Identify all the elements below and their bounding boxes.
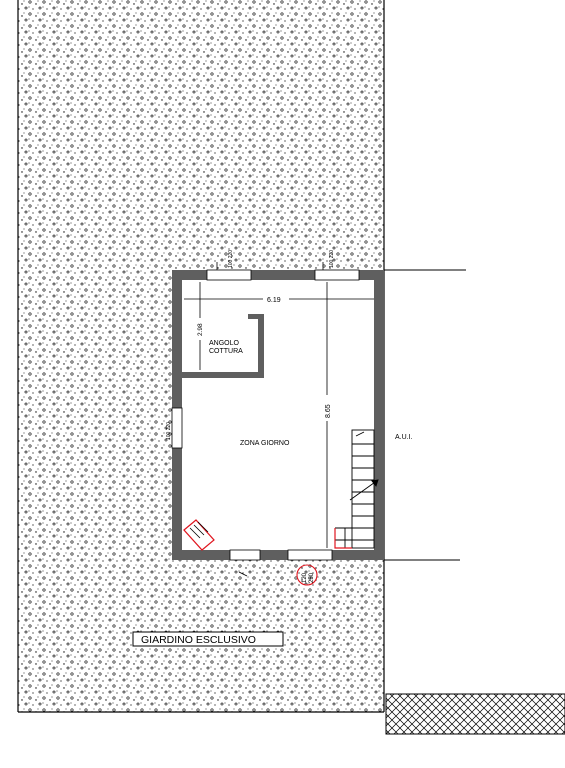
- giardino-label-box: [132, 631, 284, 647]
- opening-top-left-text: 100 220: [228, 250, 234, 268]
- dimension-height: 8.65: [322, 395, 332, 421]
- door-size-line2: 250: [309, 572, 315, 583]
- dimension-kitchen-text: 2.98: [197, 323, 204, 336]
- window-openings: [171, 269, 360, 561]
- fireplace-symbol: [183, 519, 215, 551]
- stair-landing-marker: [334, 528, 352, 549]
- interior-floor: [172, 270, 384, 560]
- label-aui: A.U.I.: [395, 434, 413, 441]
- dimension-width: 6.19: [263, 294, 289, 304]
- dimension-width-text: 6.19: [267, 297, 281, 304]
- opening-top-right-text: 100 220: [329, 250, 335, 268]
- label-giardino: GIARDINO ESCLUSIVO: [141, 634, 256, 646]
- hatched-strip: [385, 693, 565, 735]
- label-angolo-line1: ANGOLO: [209, 340, 240, 347]
- staircase: [334, 429, 379, 549]
- entry-door: [296, 564, 318, 586]
- boundary-lines: [384, 269, 466, 561]
- opening-ticks: [216, 262, 324, 577]
- dimension-height-text: 8.65: [325, 404, 332, 418]
- dimension-kitchen: 2.98: [195, 318, 205, 340]
- label-angolo-line2: COTTURA: [209, 348, 243, 355]
- label-zona-giorno: ZONA GIORNO: [240, 440, 290, 447]
- door-size-line1: 120: [302, 572, 308, 583]
- opening-left-text: 100 220: [166, 422, 172, 440]
- kitchen-partition: [182, 314, 264, 378]
